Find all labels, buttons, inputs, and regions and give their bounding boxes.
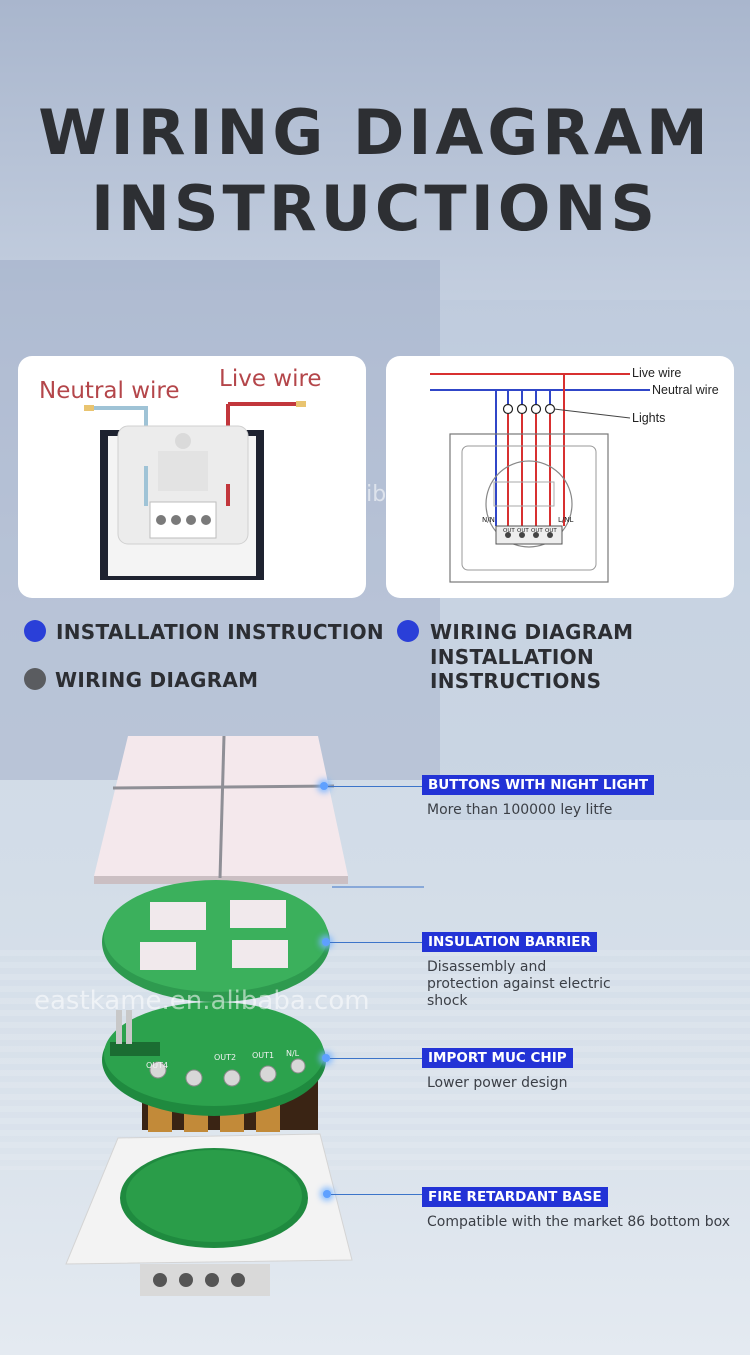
diagram-neutral-label: Neutral wire [652, 383, 719, 397]
feature-tag-insulation: INSULATION BARRIER [422, 932, 597, 952]
live-wire-label: Live wire [219, 366, 322, 392]
feature-desc-insulation: Disassembly and protection against elect… [427, 959, 611, 1009]
watermark-small: lib [360, 482, 387, 507]
board-label-nl: N/L [286, 1049, 300, 1058]
out-terminal-label: OUT [531, 528, 543, 534]
legend-wiring-diagram: WIRING DIAGRAM [55, 668, 259, 692]
diagram-lights-label: Lights [632, 411, 666, 425]
callout-line [328, 786, 422, 787]
installation-photo-card: Neutral wire Live wire [18, 356, 366, 598]
callout-line [330, 1058, 422, 1059]
callout-dot [320, 782, 328, 790]
legend-dot-blue [397, 620, 419, 642]
page-title-line1: WIRING DIAGRAM [38, 96, 712, 169]
neutral-wire-label: Neutral wire [39, 378, 180, 404]
feature-tag-fire-base: FIRE RETARDANT BASE [422, 1187, 608, 1207]
callout-line [330, 942, 422, 943]
out-terminal-label: OUT [517, 528, 529, 534]
out-terminal-label: OUT [503, 528, 515, 534]
callout-dot [322, 1054, 330, 1062]
feature-tag-night-light: BUTTONS WITH NIGHT LIGHT [422, 775, 655, 795]
feature-desc-chip: Lower power design [427, 1075, 568, 1091]
wiring-diagram-card: N/N L/NL OUT OUT OUT OUT Live wire Neutr… [386, 356, 734, 598]
callout-dot [322, 938, 330, 946]
callout-line [331, 1194, 422, 1195]
watermark-main: eastkame.en.alibaba.com [34, 986, 370, 1016]
board-label-out1: OUT1 [252, 1051, 274, 1060]
feature-desc-night-light: More than 100000 ley litfe [427, 802, 613, 818]
diagram-live-label: Live wire [632, 366, 682, 380]
legend-wiring-diagram-line1: WIRING DIAGRAM [430, 620, 634, 644]
board-label-out4: OUT4 [146, 1061, 168, 1070]
wiring-schematic: N/N L/NL OUT OUT OUT OUT [430, 373, 650, 583]
out-terminal-label: OUT [545, 528, 557, 534]
feature-desc-fire-base: Compatible with the market 86 bottom box [427, 1214, 731, 1230]
live-terminal-label: L/NL [558, 516, 573, 524]
legend-installation-instruction: INSTALLATION INSTRUCTION [56, 620, 384, 644]
exploded-product-illustration: OUT4 OUT2 OUT1 N/L [65, 735, 424, 1296]
page-title-line2: INSTRUCTIONS [90, 172, 660, 245]
legend-dot-blue [24, 620, 46, 642]
board-label-out2: OUT2 [214, 1053, 236, 1062]
neutral-terminal-label: N/N [482, 516, 495, 524]
legend-dot-grey [24, 668, 46, 690]
legend-wiring-diagram-line2: INSTALLATION INSTRUCTIONS [430, 645, 602, 693]
feature-tag-chip: IMPORT MUC CHIP [422, 1048, 573, 1068]
switch-back-photo [84, 401, 306, 580]
callout-dot [323, 1190, 331, 1198]
